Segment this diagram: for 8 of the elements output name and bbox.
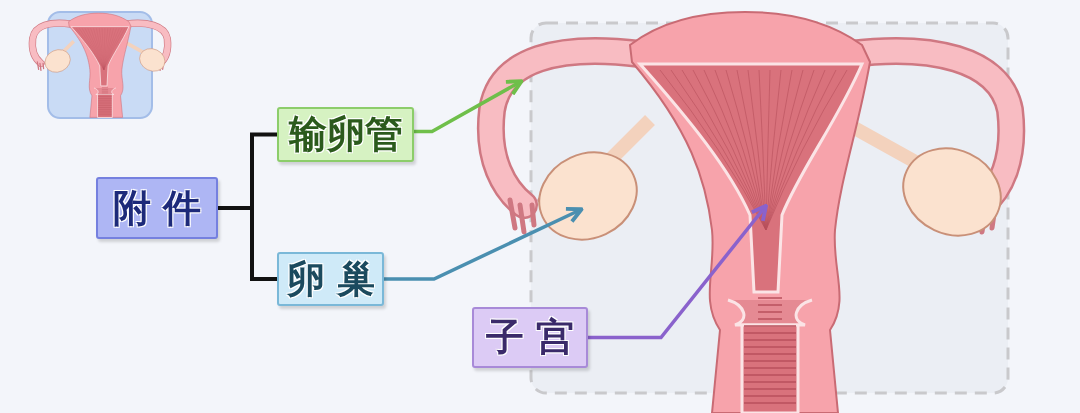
bracket-connector (218, 206, 277, 281)
leader-line (414, 79, 524, 134)
label-box: 子宫 (472, 307, 588, 368)
label-box: 卵巢 (277, 252, 384, 306)
leader-line (384, 207, 584, 281)
label-box: 附件 (96, 177, 218, 239)
leader-line (588, 203, 768, 340)
label-box: 输卵管 (277, 107, 414, 162)
